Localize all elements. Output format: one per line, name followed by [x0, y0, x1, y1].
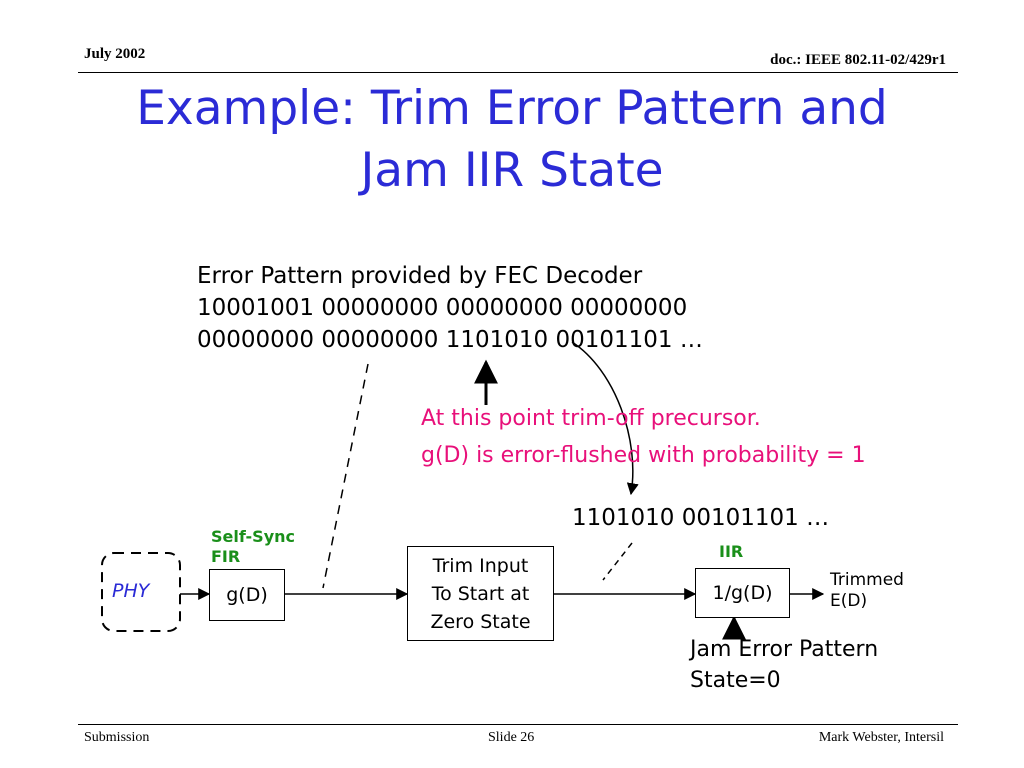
- footer-rule: [78, 724, 958, 725]
- footer-author: Mark Webster, Intersil: [818, 730, 944, 745]
- trim-note: At this point trim-off precursor. g(D) i…: [421, 400, 866, 474]
- error-pattern-block: Error Pattern provided by FEC Decoder 10…: [197, 260, 703, 356]
- output-label-line-1: Trimmed: [830, 570, 904, 590]
- dashed-pointer-left: [322, 363, 369, 589]
- footer-slide-number: Slide 26: [488, 730, 535, 745]
- title-line-1: Example: Trim Error Pattern and: [136, 81, 888, 136]
- dashed-pointer-right: [602, 542, 633, 581]
- trim-note-line-1: At this point trim-off precursor.: [421, 406, 761, 431]
- output-label-line-2: E(D): [830, 591, 868, 611]
- trim-input-line-3: Zero State: [430, 610, 531, 633]
- header-rule: [78, 72, 958, 73]
- inverse-gd-block: 1/g(D): [695, 568, 790, 618]
- header-doc: doc.: IEEE 802.11-02/429r1: [770, 52, 946, 68]
- trim-input-line-1: Trim Input: [432, 554, 529, 577]
- trimmed-bits: 1101010 00101101 …: [572, 505, 830, 531]
- trim-input-block: Trim Input To Start at Zero State: [407, 546, 554, 641]
- phy-box: [101, 552, 181, 632]
- jam-label-line-2: State=0: [690, 668, 781, 693]
- error-pattern-bits-2: 00000000 00000000 1101010 00101101 …: [197, 327, 703, 353]
- jam-label-line-1: Jam Error Pattern: [690, 637, 879, 662]
- error-pattern-heading: Error Pattern provided by FEC Decoder: [197, 263, 643, 289]
- selfsync-label-line-2: FIR: [211, 547, 241, 566]
- title-line-2: Jam IIR State: [360, 143, 664, 198]
- header-date: July 2002: [84, 46, 146, 62]
- phy-label: PHY: [112, 580, 150, 602]
- selfsync-label-line-1: Self-Sync: [211, 527, 296, 546]
- output-label: Trimmed E(D): [830, 570, 904, 612]
- curved-arrow: [571, 341, 639, 496]
- footer-left: Submission: [84, 730, 150, 745]
- error-pattern-bits-1: 10001001 00000000 00000000 00000000: [197, 295, 688, 321]
- iir-label: IIR: [719, 542, 744, 561]
- trim-note-line-2: g(D) is error-flushed with probability =…: [421, 443, 866, 468]
- slide-title: Example: Trim Error Pattern and Jam IIR …: [60, 78, 964, 202]
- trim-input-line-2: To Start at: [431, 582, 530, 605]
- jam-label: Jam Error Pattern State=0: [690, 634, 878, 696]
- selfsync-label: Self-Sync FIR: [211, 527, 295, 567]
- gd-block: g(D): [209, 569, 285, 621]
